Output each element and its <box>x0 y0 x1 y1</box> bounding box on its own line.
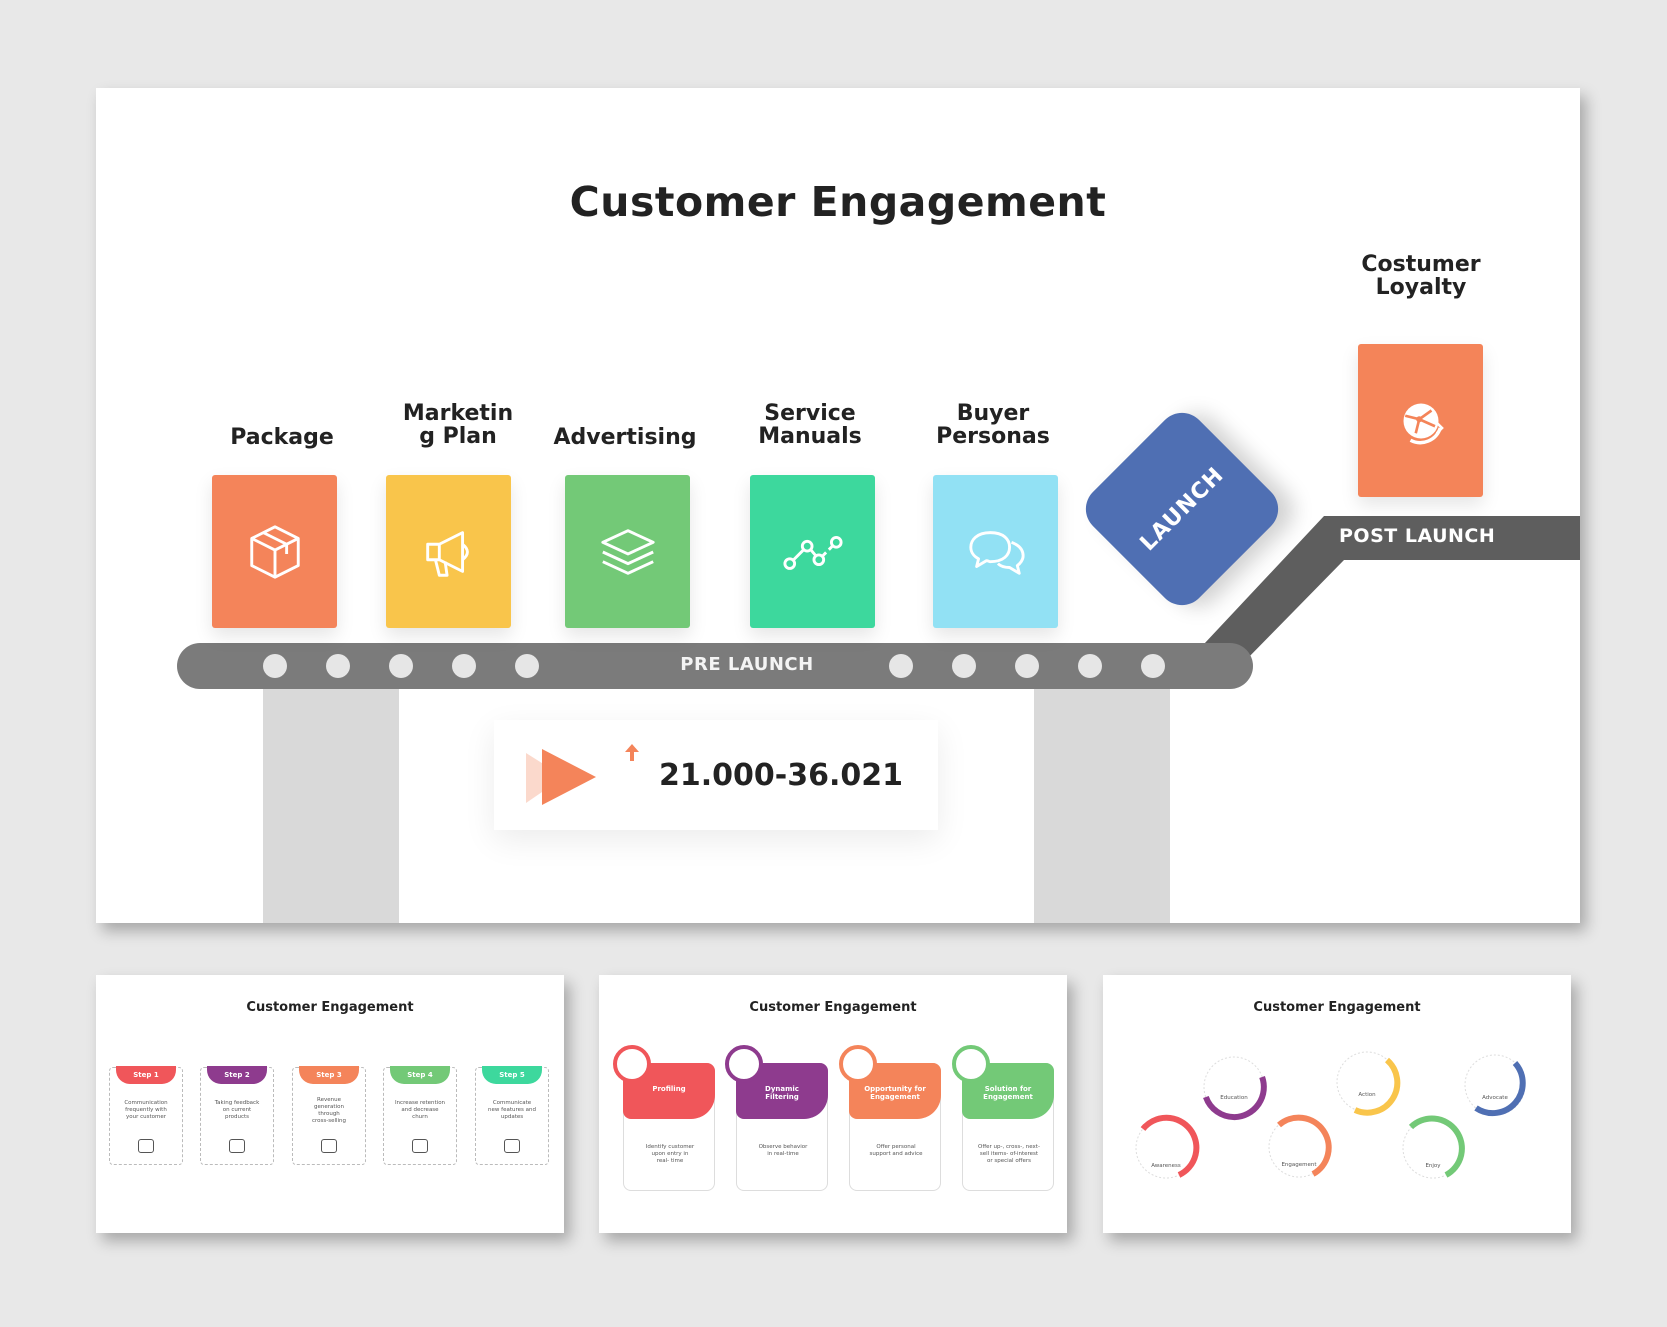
step-label-service-manuals: Service Manuals <box>758 401 862 449</box>
bulb-icon <box>952 1045 990 1083</box>
line-chart-icon <box>782 535 843 570</box>
belt-roller <box>1078 654 1102 678</box>
step-card-package <box>212 475 337 628</box>
engagement-card: Dynamic Filtering Observe behavior in re… <box>736 1063 828 1191</box>
thumbnail-title: Customer Engagement <box>1253 1000 1421 1015</box>
thumbnail-slide-cards[interactable]: Customer Engagement Profiling Identify c… <box>599 975 1067 1233</box>
globe-icon <box>1403 403 1444 444</box>
step-text: Communication frequently with your custo… <box>124 1100 168 1120</box>
stage-label-advocate: Advocate <box>1482 1095 1508 1101</box>
loyalty-label: Costumer Loyalty <box>1361 252 1481 300</box>
stat-box: 21.000-36.021 <box>494 720 938 830</box>
stage-label-action: Action <box>1358 1092 1376 1098</box>
feedback-icon <box>229 1139 245 1153</box>
stage-label-enjoy: Enjoy <box>1425 1163 1441 1169</box>
conveyor-leg-left <box>263 688 399 923</box>
engagement-card: Opportunity for Engagement Offer persona… <box>849 1063 941 1191</box>
step-text: Increase retention and decrease churn <box>394 1100 446 1120</box>
post-launch-label: POST LAUNCH <box>1339 525 1496 547</box>
belt-roller <box>389 654 413 678</box>
post-launch-ramp <box>1204 516 1580 662</box>
belt-roller <box>1141 654 1165 678</box>
step-tab: Step 2 <box>207 1066 267 1084</box>
engagement-card: Profiling Identify customer upon entry i… <box>623 1063 715 1191</box>
conveyor-leg-right <box>1034 688 1170 923</box>
step-text: Revenue generation through cross-selling <box>311 1097 347 1124</box>
up-arrow-icon <box>625 744 639 761</box>
thumbnail-slide-steps[interactable]: Customer Engagement Step 1 Communication… <box>96 975 564 1233</box>
step-tab: Step 5 <box>482 1066 542 1084</box>
stage-label-engagement: Engagement <box>1281 1162 1317 1168</box>
thumbnail-title: Customer Engagement <box>246 1000 414 1015</box>
step-card-buyer-personas <box>933 475 1058 628</box>
belt-roller <box>452 654 476 678</box>
step-label-advertising: Advertising <box>553 425 697 450</box>
chart-icon <box>321 1139 337 1153</box>
step-text: Taking feedback on current products <box>214 1100 260 1120</box>
step-tab: Step 3 <box>299 1066 359 1084</box>
user-icon <box>613 1045 651 1083</box>
cycle-diagram <box>1135 1051 1526 1179</box>
step-text: Communicate new features and updates <box>488 1100 536 1120</box>
launch-label: LAUNCH <box>1135 462 1229 556</box>
engagement-card: Solution for Engagement Offer up-, cross… <box>962 1063 1054 1191</box>
belt-roller <box>889 654 913 678</box>
users-icon <box>412 1139 428 1153</box>
stage-label-awareness: Awareness <box>1151 1163 1181 1169</box>
main-slide: Customer Engagement POST LAUNCH PRE LAUN… <box>96 88 1580 923</box>
gear-icon <box>725 1045 763 1083</box>
play-arrow-icon <box>526 749 596 805</box>
card-text: Offer up-, cross-, next- sell items- of-… <box>978 1144 1040 1164</box>
belt-roller <box>1015 654 1039 678</box>
step-tab: Step 1 <box>116 1066 176 1084</box>
step-label-buyer-personas: Buyer Personas <box>936 401 1050 449</box>
layers-icon <box>600 528 655 575</box>
stat-value: 21.000-36.021 <box>659 758 903 793</box>
step-label-package: Package <box>230 425 334 450</box>
belt-roller <box>952 654 976 678</box>
thumbnail-title: Customer Engagement <box>749 1000 917 1015</box>
thumbnail-slide-cycle[interactable]: Customer Engagement Awareness Education … <box>1103 975 1571 1233</box>
step-label-marketing-plan: Marketin g Plan <box>402 401 514 449</box>
belt-roller <box>515 654 539 678</box>
belt-roller <box>263 654 287 678</box>
package-icon <box>249 524 300 579</box>
team-icon <box>504 1139 520 1153</box>
card-text: Offer personal support and advice <box>869 1144 923 1157</box>
card-text: Observe behavior in real-time <box>758 1144 808 1157</box>
step-tab: Step 4 <box>390 1066 450 1084</box>
conveyor-belt: PRE LAUNCH <box>177 643 1253 689</box>
pre-launch-label: PRE LAUNCH <box>680 654 814 675</box>
loyalty-card <box>1358 344 1483 497</box>
chat-bubbles-icon <box>968 530 1025 575</box>
step-card-marketing-plan <box>386 475 511 628</box>
step-card-service-manuals <box>750 475 875 628</box>
stage-label-education: Education <box>1220 1095 1248 1101</box>
slide-title: Customer Engagement <box>569 178 1107 226</box>
hand-icon <box>839 1045 877 1083</box>
chat-icon <box>138 1139 154 1153</box>
belt-roller <box>326 654 350 678</box>
card-text: Identify customer upon entry in real- ti… <box>645 1144 695 1164</box>
step-card-advertising <box>565 475 690 628</box>
megaphone-icon <box>425 530 469 577</box>
